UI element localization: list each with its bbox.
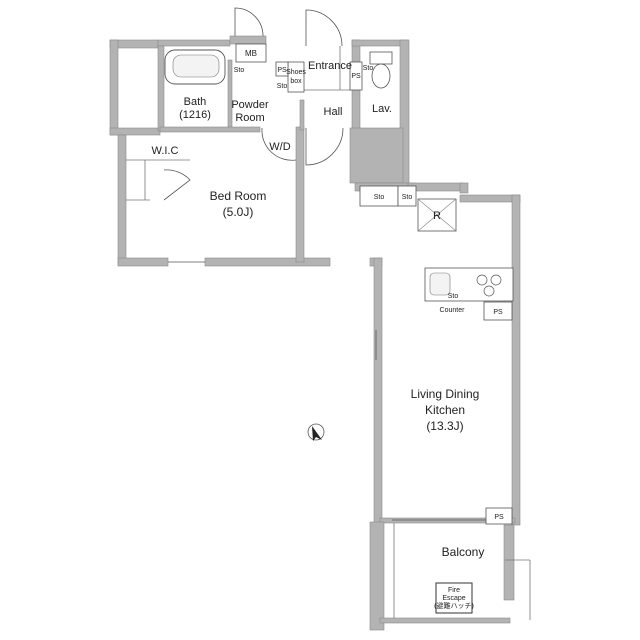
room-label-balcony: Balcony — [442, 545, 485, 559]
room-label-entrance: Entrance — [308, 60, 352, 72]
ps-box-entrance — [275, 61, 289, 77]
ps-label-entrance: PS — [277, 67, 287, 74]
fire-escape-label-line3: (避難ハッチ) — [434, 601, 474, 610]
room-label-powder-room-line1: Powder — [231, 99, 269, 111]
room-label-powder-room-line2: Room — [235, 112, 264, 124]
room-label-wic: W.I.C — [152, 145, 179, 157]
bathtub — [164, 49, 226, 85]
ps-label-lav: PS — [351, 73, 361, 80]
sto-label-hall-1: Sto — [374, 194, 385, 201]
mb-box — [235, 43, 267, 63]
kitchen-counter — [424, 267, 514, 302]
sto-label-hall-2: Sto — [402, 194, 413, 201]
room-label-wd: W/D — [269, 141, 290, 153]
ps-box-lav — [349, 61, 363, 91]
fixture-labels: MB Sto Sto Sto PS PS Shoes box Sto Sto R… — [234, 49, 504, 610]
doors — [163, 7, 500, 521]
interior-lines — [126, 46, 531, 620]
shoes-box-label-line1: Shoes — [286, 69, 306, 76]
fire-escape-hatch — [435, 582, 473, 614]
shoes-box — [287, 61, 305, 93]
counter-label: Counter — [440, 307, 466, 314]
fire-escape-label-line2: Escape — [442, 595, 465, 602]
north-arrow-icon — [307, 423, 325, 441]
ps-box-balcony — [485, 507, 513, 525]
ps-label-balcony: PS — [494, 514, 504, 521]
ps-box-kitchen — [483, 301, 513, 321]
room-label-bath: Bath — [184, 96, 207, 108]
room-label-bedroom: Bed Room — [210, 189, 267, 203]
room-label-ldk-line1: Living Dining — [411, 387, 480, 401]
sto-label-bath: Sto — [234, 67, 245, 74]
room-label-bath-size: (1216) — [179, 109, 211, 121]
room-label-ldk-line2: Kitchen — [425, 403, 465, 417]
sto-label-entrance: Sto — [277, 83, 288, 90]
sto-label-kitchen: Sto — [448, 293, 459, 300]
fire-escape-label-line1: Fire — [448, 587, 460, 594]
storage-box-2 — [397, 185, 417, 207]
walls — [109, 35, 521, 631]
refrigerator — [417, 198, 457, 232]
ps-label-kitchen: PS — [493, 309, 503, 316]
room-labels: Bath (1216) Powder Room Entrance Hall La… — [152, 60, 485, 559]
room-label-lav: Lav. — [372, 103, 392, 115]
shoes-box-label-line2: box — [290, 78, 302, 85]
mb-label: MB — [245, 49, 257, 58]
room-label-bedroom-size: (5.0J) — [223, 205, 254, 219]
refrigerator-label: R — [433, 210, 441, 222]
room-label-hall: Hall — [324, 106, 343, 118]
toilet — [369, 51, 393, 89]
room-label-ldk-size: (13.3J) — [426, 419, 463, 433]
sto-label-lav: Sto — [363, 65, 374, 72]
